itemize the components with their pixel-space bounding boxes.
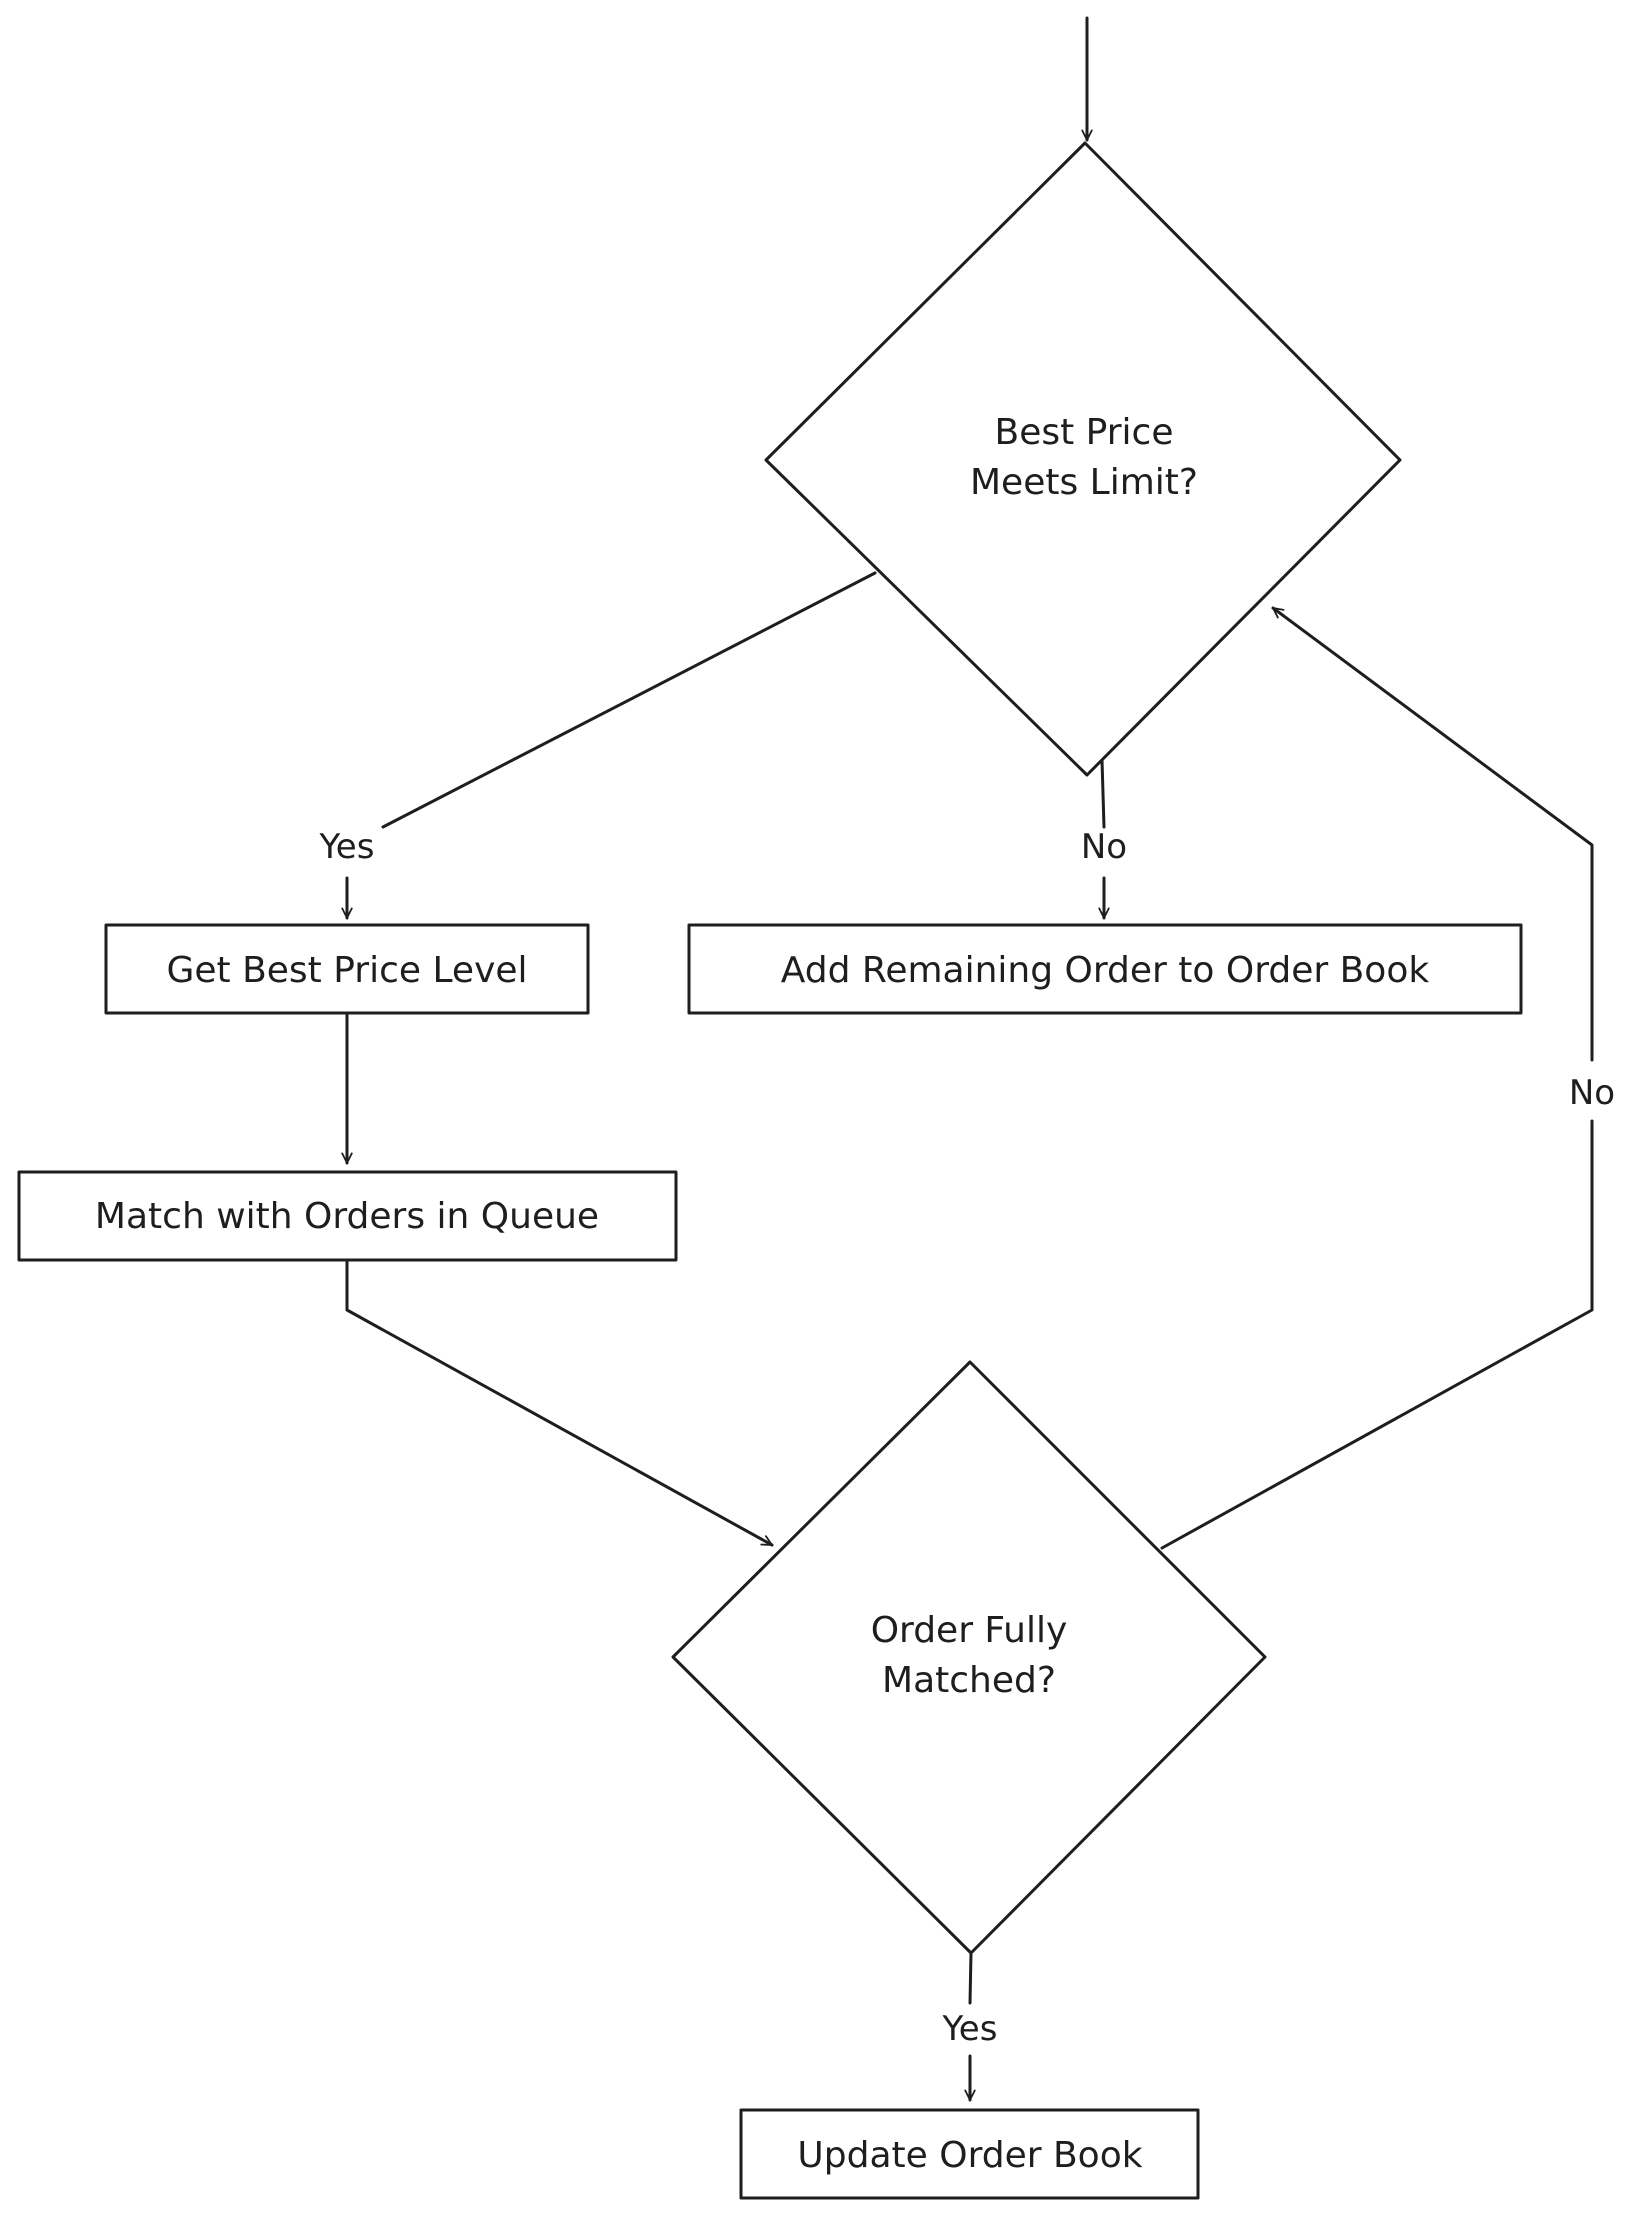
edge-label-no-loop: No bbox=[1569, 1073, 1615, 1113]
edges bbox=[341, 16, 1594, 2102]
process-label: Update Order Book bbox=[797, 2135, 1142, 2176]
decision-text-line-2: Meets Limit? bbox=[970, 462, 1198, 503]
process-get-best-price-level: Get Best Price Level bbox=[104, 923, 590, 1015]
edge-no-loop-back-arrow bbox=[1271, 606, 1594, 1062]
process-label: Add Remaining Order to Order Book bbox=[781, 950, 1430, 991]
decision-order-fully-matched: Order Fully Matched? bbox=[671, 1360, 1267, 1955]
edge-yes-to-get-level bbox=[381, 571, 877, 829]
process-update-order-book: Update Order Book bbox=[739, 2108, 1200, 2200]
process-label: Match with Orders in Queue bbox=[95, 1196, 599, 1237]
edge-label-no-add-remaining: No bbox=[1081, 827, 1127, 867]
edge-no-loop-back bbox=[1160, 1119, 1594, 1550]
decision-best-price-meets-limit: Best Price Meets Limit? bbox=[764, 141, 1402, 777]
process-match-with-orders: Match with Orders in Queue bbox=[17, 1170, 678, 1262]
edge-no-to-add-remaining bbox=[1100, 758, 1106, 829]
process-label: Get Best Price Level bbox=[166, 950, 527, 991]
decision-text-line-1: Best Price bbox=[995, 412, 1174, 453]
decision-text-line-2: Matched? bbox=[882, 1660, 1056, 1701]
process-add-remaining-order: Add Remaining Order to Order Book bbox=[687, 923, 1523, 1015]
decision-text-line-1: Order Fully bbox=[871, 1610, 1068, 1651]
edge-match-to-decision bbox=[345, 1260, 774, 1547]
edge-yes-to-update bbox=[968, 1951, 973, 2005]
edge-label-yes-get-level: Yes bbox=[319, 827, 375, 867]
edge-labels: Yes No No Yes bbox=[319, 827, 1616, 2049]
edge-label-yes-update: Yes bbox=[942, 2009, 998, 2049]
